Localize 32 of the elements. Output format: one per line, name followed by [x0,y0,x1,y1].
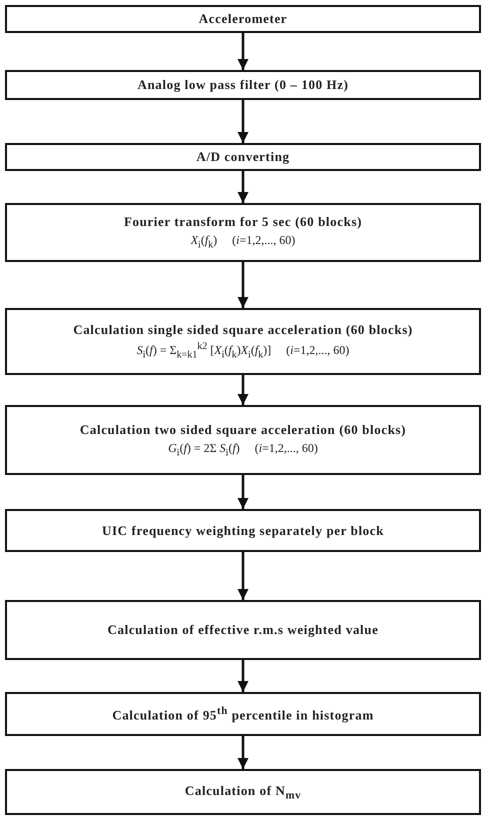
arrow [237,736,249,769]
arrow [237,375,249,405]
step-label: Fourier transform for 5 sec (60 blocks) [124,214,362,230]
formula-text: S$_{i}$(f) = Σ$_{k=k1}$$^{k2}$ [X$_{i}$(f$_{k}$)X$_{i}$(f$_{k}$)] (i=1,2,..., 60) [136,341,350,361]
step-label: Calculation of N$_{mv}$ [184,782,302,802]
step-label: Calculation of effective r.m.s weighted value [108,622,378,638]
arrow [237,100,249,143]
arrow [237,262,249,308]
arrow [237,171,249,203]
arrow [237,475,249,509]
process-box [5,692,481,736]
step-label: Calculation single sided square acceleration (60 blocks) [73,322,413,338]
arrow [237,552,249,600]
process-box [5,203,481,262]
step-label: UIC frequency weighting separately per block [102,522,384,538]
process-box [5,769,481,815]
process-box [5,70,481,100]
process-box [5,405,481,475]
process-box [5,509,481,552]
formula-text: X$_{i}$(f$_{k}$) (i=1,2,..., 60) [190,233,296,251]
step-label: Calculation of 95$^{th}$ percentile in histogram [112,704,374,724]
process-box [5,308,481,375]
process-box [5,143,481,171]
step-label: A/D converting [196,149,290,165]
arrow [237,33,249,70]
step-label: Analog low pass filter (0 – 100 Hz) [137,77,349,93]
formula-text: G$_{i}$(f) = 2Σ S$_{i}$(f) (i=1,2,..., 60) [168,440,318,458]
process-box [5,5,481,33]
arrow [237,660,249,692]
step-label: Accelerometer [198,11,288,27]
process-box [5,600,481,660]
step-label: Calculation two sided square acceleration (60 blocks) [80,422,406,438]
